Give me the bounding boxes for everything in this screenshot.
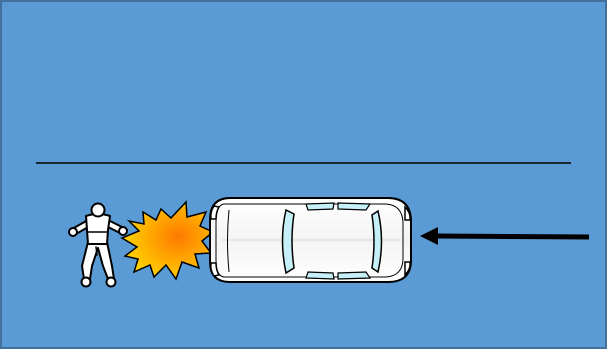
pedestrian-icon <box>68 202 128 288</box>
direction-arrow-icon <box>420 227 590 245</box>
impact-burst-icon <box>120 200 215 281</box>
car-icon <box>209 197 412 283</box>
